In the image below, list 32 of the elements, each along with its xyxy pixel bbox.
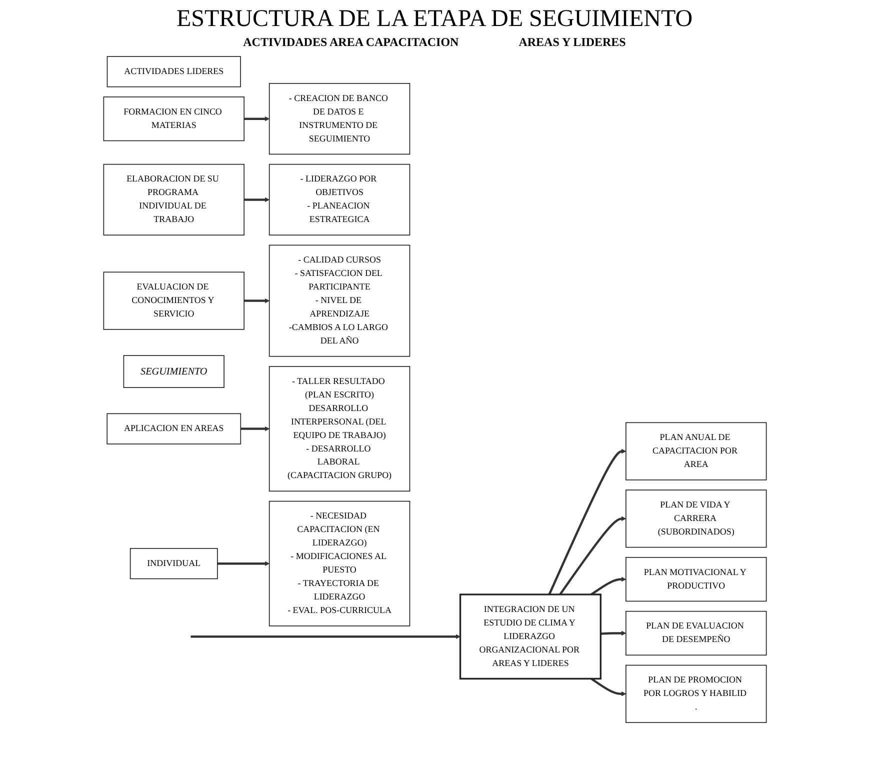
arrow [600,630,626,636]
node-box: EVALUACION DE CONOCIMIENTOS Y SERVICIO [102,272,244,330]
diagram-title: ESTRUCTURA DE LA ETAPA DE SEGUIMIENTO [175,6,694,33]
arrow [244,197,270,202]
node-box: PLAN DE VIDA Y CARRERA (SUBORDINADOS) [625,490,766,548]
node-box: PLAN MOTIVACIONAL Y PRODUCTIVO [625,557,766,602]
node-box: PLAN DE EVALUACION DE DESEMPEÑO [625,610,766,656]
column-heading: ACTIVIDADES AREA CAPACITACION [243,35,459,50]
node-box: FORMACION EN CINCO MATERIAS [102,96,244,142]
arrow [590,678,626,696]
node-box: - TALLER RESULTADO (PLAN ESCRITO) DESARROLLO INTERPERSONAL (DEL EQUIPO DE TRABAJO) - DESARROLLO LABORAL (CAPACITACION GRUPO) [268,366,410,492]
arrow [240,426,270,432]
node-box: - CALIDAD CURSOS - SATISFACCION DEL PARTICIPANTE - NIVEL DE APRENDIZAJE -CAMBIOS A LO LARGO DEL AÑO [268,244,410,357]
node-box: - CREACION DE BANCO DE DATOS E INSTRUMENTO DE SEGUIMIENTO [268,83,410,155]
node-box: ACTIVIDADES LIDERES [106,56,240,88]
arrow [244,116,270,122]
node-box: INTEGRACION DE UN ESTUDIO DE CLIMA Y LIDERAZGO ORGANIZACIONAL POR AREAS Y LIDERES [458,594,601,680]
arrow [190,634,460,640]
node-box: APLICACION EN AREAS [106,413,241,444]
node-box: INDIVIDUAL [129,548,218,580]
column-heading: AREAS Y LIDERES [518,35,626,50]
node-box: - NECESIDAD CAPACITACION (EN LIDERAZGO) - MODIFICACIONES AL PUESTO - TRAYECTORIA DE LIDERAZGO - EVAL. POS-CURRICULA [268,500,410,626]
node-box: SEGUIMIENTO [122,355,224,388]
arrow [548,448,626,595]
arrow [590,576,626,596]
node-box: PLAN DE PROMOCION POR LOGROS Y HABILID . [625,664,766,723]
arrow [558,516,626,596]
arrow [216,561,270,566]
node-box: PLAN ANUAL DE CAPACITACION POR AREA [625,422,766,480]
node-box: - LIDERAZGO POR OBJETIVOS - PLANEACION ESTRATEGICA [268,164,410,236]
node-box: ELABORACION DE SU PROGRAMA INDIVIDUAL DE TRABAJO [102,164,244,236]
arrow [244,298,270,304]
